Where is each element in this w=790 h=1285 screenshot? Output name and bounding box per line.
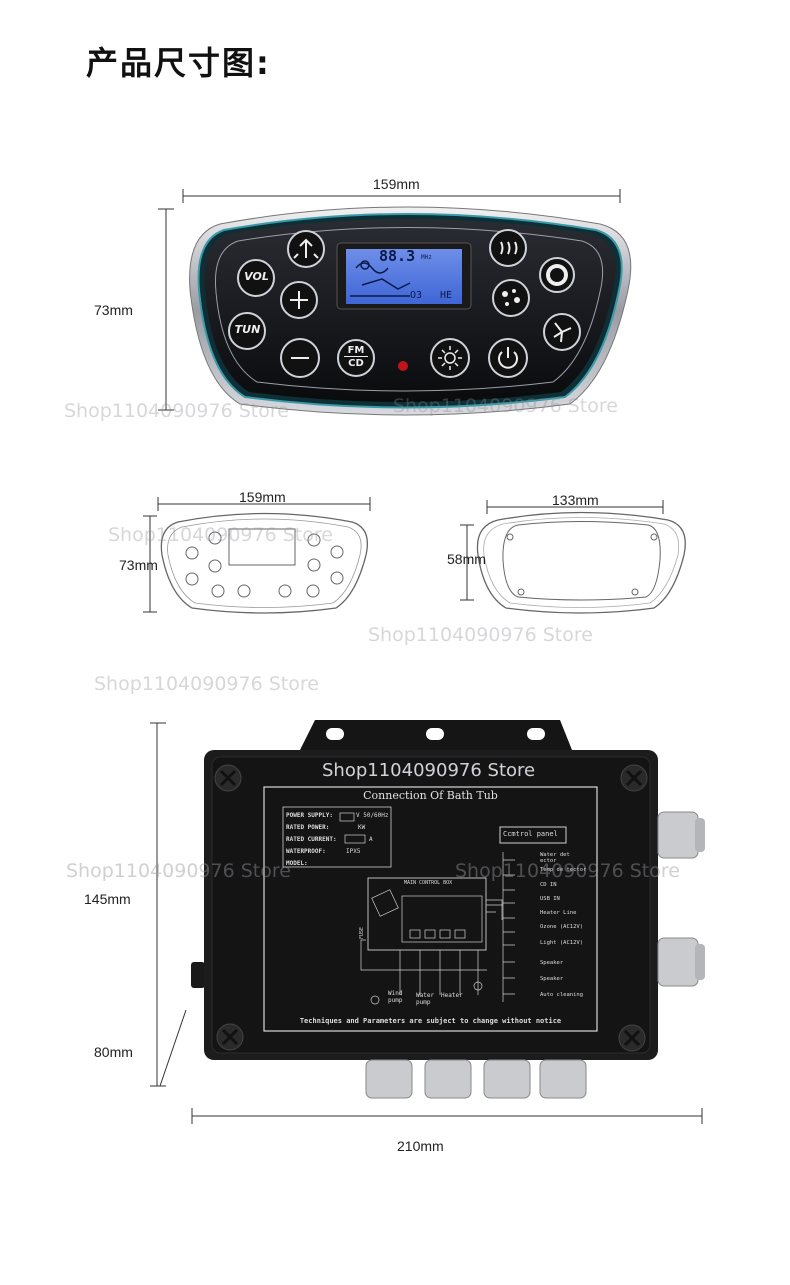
wind-pump-label: Wind pump	[388, 990, 403, 1004]
status-led	[398, 361, 408, 371]
fm-cd-button[interactable]	[337, 339, 375, 377]
box-height-label: 145mm	[84, 891, 131, 907]
watermark: Shop1104090976 Store	[368, 624, 593, 646]
watermark: Shop1104090976 Store	[64, 400, 289, 422]
water-pump-label: Water pump	[416, 992, 435, 1006]
lcd-o3: O3	[410, 290, 423, 301]
watermark: Shop1104090976 Store	[66, 860, 291, 882]
bubbles-icon	[502, 289, 520, 306]
watermark: Shop1104090976 Store	[455, 860, 680, 882]
connection-item: Speaker	[540, 960, 564, 966]
fm-label: FM	[344, 345, 368, 357]
connection-item: Temp de tector	[540, 867, 587, 873]
cable-gland	[365, 1059, 587, 1099]
control-panel-label: Ccmtrol panel	[503, 830, 558, 838]
connection-item: Light (AC12V)	[540, 940, 584, 946]
page-title: 产品尺寸图:	[86, 44, 271, 82]
sun-icon	[438, 346, 462, 370]
connection-item: Water det ector	[540, 852, 570, 864]
spec-rated-current: RATED CURRENT:	[286, 836, 337, 843]
tun-button[interactable]	[228, 312, 266, 350]
connection-item: CD IN	[540, 882, 557, 888]
connection-item: Auto cleaning	[540, 992, 584, 998]
watermark: Shop1104090976 Store	[322, 760, 536, 781]
fuse-label: FUSE	[359, 926, 366, 940]
connection-item: Speaker	[540, 976, 564, 982]
watermark: Shop1104090976 Store	[393, 395, 618, 417]
lcd-he: HE	[440, 290, 453, 301]
spec-waterproof-value: IPX5	[346, 848, 361, 855]
spec-power-supply: POWER SUPPLY:	[286, 812, 333, 819]
spec-power-supply-unit: V 50/60Hz	[356, 812, 389, 819]
heater-button[interactable]	[489, 229, 527, 267]
main-box-label: MAIN CONTROL BOX	[404, 880, 453, 886]
watermark: Shop1104090976 Store	[108, 524, 333, 546]
screw-icon	[214, 764, 648, 1052]
box-heading: Connection Of Bath Tub	[363, 789, 498, 802]
spec-rated-power-unit: KW	[358, 824, 366, 831]
panel-width-label: 159mm	[373, 176, 420, 192]
ozone-icon	[546, 264, 568, 286]
connection-item: Heater Line	[540, 910, 577, 916]
bubble-button[interactable]	[492, 279, 530, 317]
watermark: Shop1104090976 Store	[94, 673, 319, 695]
spec-waterproof: WATERPROOF:	[286, 848, 326, 855]
box-width-label: 210mm	[397, 1138, 444, 1154]
box-footer: Techniques and Parameters are subject to…	[299, 1017, 562, 1025]
heater-label: Heater	[441, 992, 463, 999]
front-width-label: 159mm	[239, 489, 286, 505]
spec-rated-current-unit: A	[369, 836, 373, 843]
front-height-label: 73mm	[119, 557, 158, 573]
vol-label: VOL	[244, 270, 269, 283]
panel-height-label: 73mm	[94, 302, 133, 318]
cd-label: CD	[348, 358, 364, 369]
box-depth-label: 80mm	[94, 1044, 133, 1060]
light-button[interactable]	[430, 338, 470, 378]
connection-item: USB IN	[540, 896, 560, 902]
vol-button[interactable]	[237, 259, 275, 297]
back-width-label: 133mm	[552, 492, 599, 508]
spec-model: MODEL:	[286, 860, 308, 867]
lcd-frequency: 88.3	[379, 247, 416, 265]
connection-item: Ozone (AC12V)	[540, 924, 584, 930]
lcd-mhz: MHz	[421, 254, 432, 261]
cable-gland	[657, 811, 705, 987]
spec-rated-power: RATED POWER:	[286, 824, 330, 831]
tun-label: TUN	[234, 323, 261, 336]
back-height-label: 58mm	[447, 551, 486, 567]
